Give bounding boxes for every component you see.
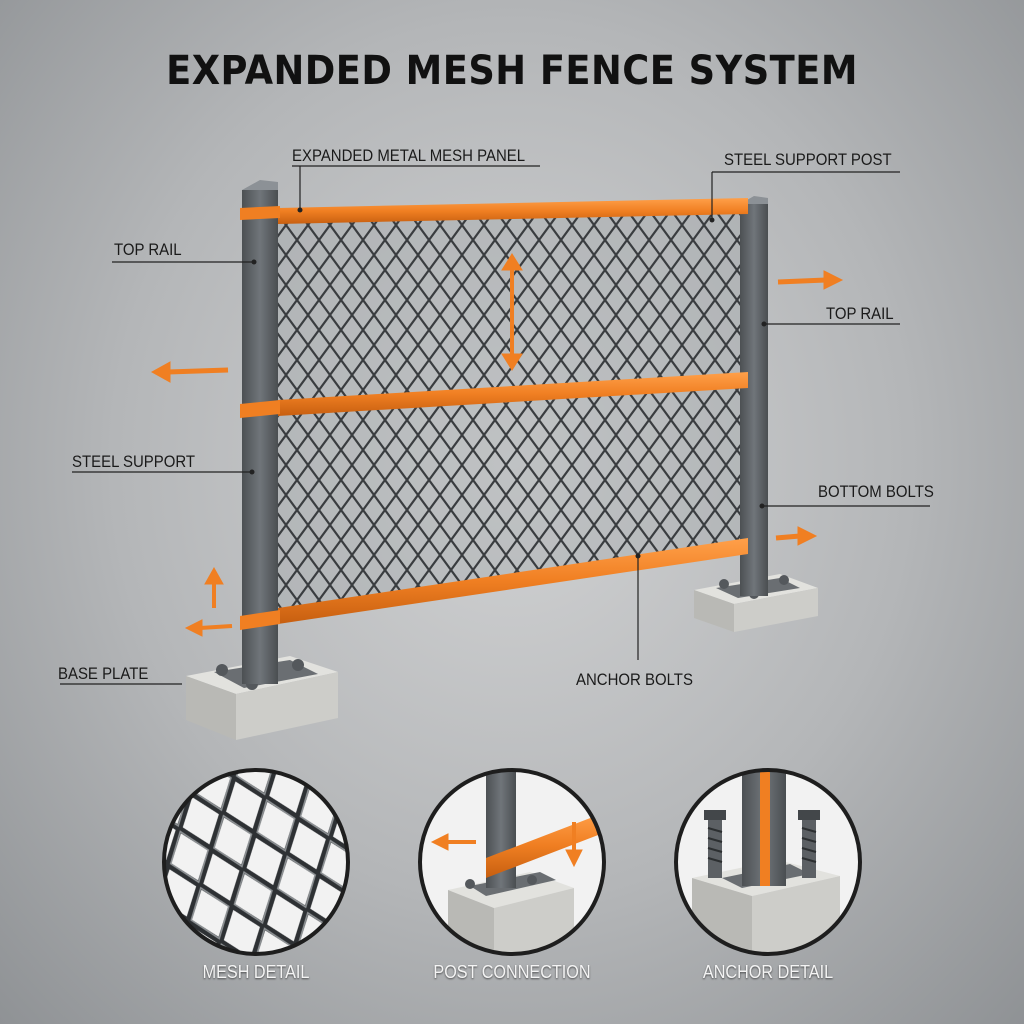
- anchor-bolt-left: [704, 810, 726, 878]
- right-steel-post: [740, 196, 768, 596]
- mesh-detail-icon: [162, 768, 350, 956]
- mesh-panel: [276, 212, 748, 620]
- arrow-up-icon: [204, 566, 224, 608]
- caption-anchor-detail: ANCHOR DETAIL: [702, 962, 834, 982]
- middle-rail: [240, 372, 748, 418]
- arrow-right-icon: [777, 270, 844, 290]
- arrow-left-icon: [184, 619, 233, 637]
- caption-post-connection: POST CONNECTION: [433, 962, 591, 982]
- label-anchor-bolts: ANCHOR BOLTS: [576, 670, 693, 689]
- label-steel-support-post: STEEL SUPPORT POST: [724, 150, 892, 169]
- bottom-rail: [240, 538, 748, 630]
- diagram-title: EXPANDED MESH FENCE SYSTEM: [166, 48, 858, 94]
- leader-lines: [60, 165, 930, 685]
- post-connection-icon: [418, 768, 606, 956]
- label-top-rail-right: TOP RAIL: [826, 304, 894, 323]
- arrow-left-icon: [150, 361, 229, 383]
- anchor-bolt-right: [798, 810, 820, 878]
- vertical-double-arrow-icon: [501, 253, 523, 371]
- label-top-rail-left: TOP RAIL: [114, 240, 182, 259]
- orange-arrows: [150, 253, 844, 637]
- caption-mesh-detail: MESH DETAIL: [202, 962, 310, 982]
- label-mesh-panel: EXPANDED METAL MESH PANEL: [292, 146, 526, 165]
- label-base-plate: BASE PLATE: [58, 664, 149, 683]
- top-rail: [240, 198, 748, 224]
- label-steel-support: STEEL SUPPORT: [72, 452, 196, 471]
- leader-dots: [249, 207, 767, 559]
- left-steel-post: [242, 180, 278, 684]
- label-bottom-bolts: BOTTOM BOLTS: [818, 482, 934, 501]
- arrow-right-icon: [775, 526, 818, 546]
- anchor-detail-icon: [674, 768, 862, 956]
